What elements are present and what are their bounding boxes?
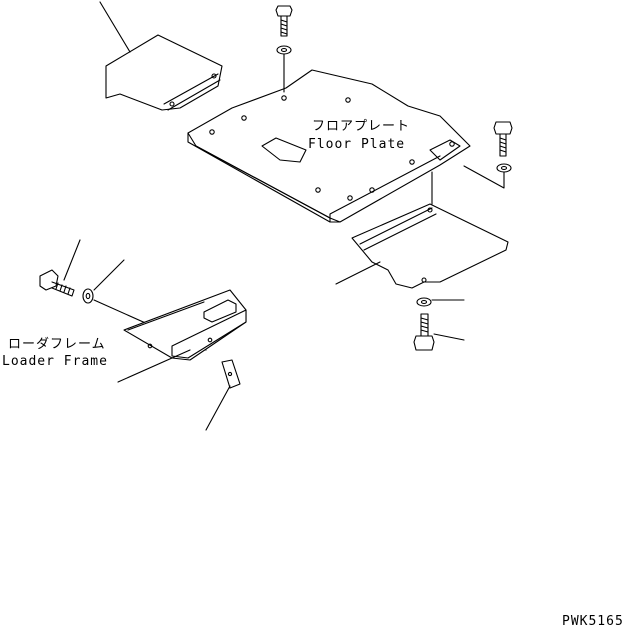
right-bolt-axis-line	[463, 165, 505, 189]
loader-frame-label-jp: ローダフレーム	[8, 337, 106, 352]
lower-right-washer	[416, 297, 432, 307]
left-washer	[82, 288, 94, 304]
lower-right-bolt	[413, 313, 435, 351]
left-bolt	[39, 269, 75, 297]
upper-left-cover-plate	[105, 34, 223, 111]
loader-frame-label-en: Loader Frame	[2, 354, 108, 369]
figure-code: PWK5165	[562, 614, 624, 629]
right-bolt	[493, 121, 513, 157]
top-bolt	[275, 5, 293, 37]
top-washer	[276, 45, 292, 55]
lower-right-cover-plate	[351, 171, 509, 289]
leader-lines	[63, 1, 465, 431]
right-washer	[496, 163, 512, 173]
floor-plate-label-jp: フロアプレート	[312, 119, 411, 134]
small-clip	[221, 359, 241, 389]
floor-plate-label-en: Floor Plate	[308, 137, 406, 152]
floor-plate	[187, 69, 471, 223]
